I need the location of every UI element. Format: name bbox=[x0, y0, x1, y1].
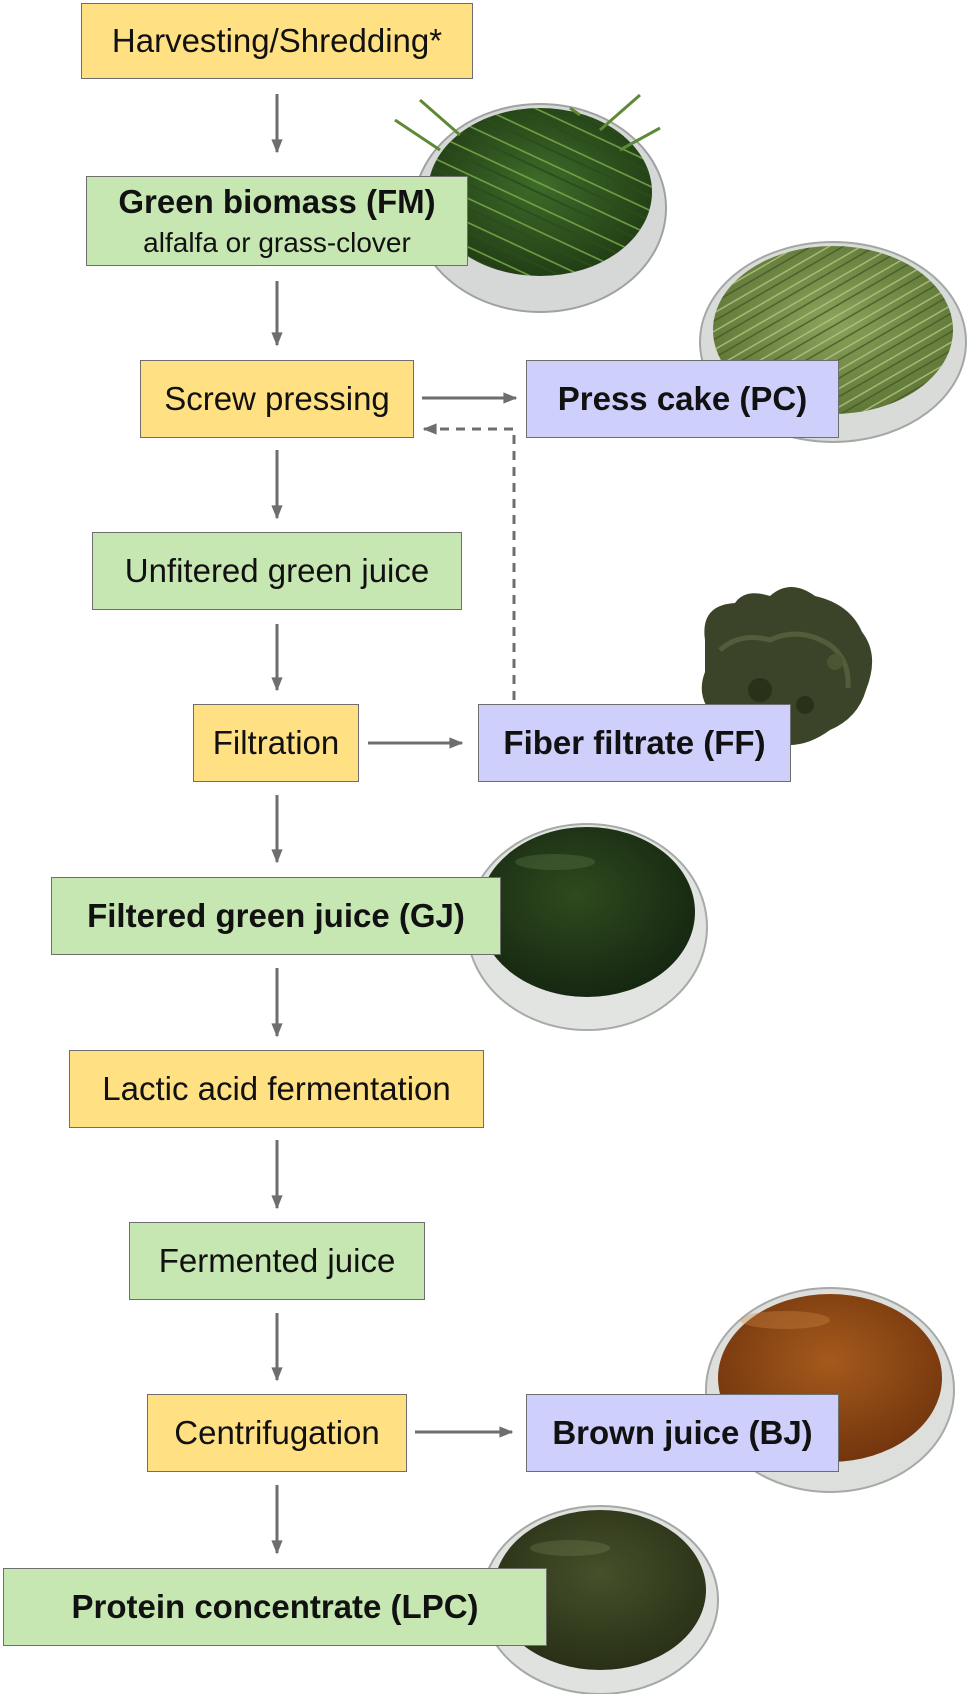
node-fermented-juice-label: Fermented juice bbox=[158, 1242, 396, 1280]
node-green-biomass: Green biomass (FM) alfalfa or grass-clov… bbox=[86, 176, 468, 266]
step-centrifugation-label: Centrifugation bbox=[174, 1414, 380, 1452]
node-green-biomass-sublabel: alfalfa or grass-clover bbox=[143, 227, 411, 258]
product-brown-juice-label: Brown juice (BJ) bbox=[552, 1414, 813, 1452]
node-fermented-juice: Fermented juice bbox=[129, 1222, 425, 1300]
step-screw-pressing: Screw pressing bbox=[140, 360, 414, 438]
node-unfiltered-juice: Unfitered green juice bbox=[92, 532, 462, 610]
step-fermentation-label: Lactic acid fermentation bbox=[102, 1070, 451, 1108]
step-screw-pressing-label: Screw pressing bbox=[164, 380, 390, 418]
green-juice-bowl-photo bbox=[466, 823, 708, 1031]
step-fermentation: Lactic acid fermentation bbox=[69, 1050, 484, 1128]
protein-bowl-photo bbox=[481, 1505, 719, 1694]
product-fiber-filtrate-label: Fiber filtrate (FF) bbox=[503, 724, 766, 762]
step-filtration-label: Filtration bbox=[212, 724, 340, 762]
step-centrifugation: Centrifugation bbox=[147, 1394, 407, 1472]
product-fiber-filtrate: Fiber filtrate (FF) bbox=[478, 704, 791, 782]
node-protein-concentrate: Protein concentrate (LPC) bbox=[3, 1568, 547, 1646]
product-brown-juice: Brown juice (BJ) bbox=[526, 1394, 839, 1472]
node-filtered-juice: Filtered green juice (GJ) bbox=[51, 877, 501, 955]
step-filtration: Filtration bbox=[193, 704, 359, 782]
step-harvesting: Harvesting/Shredding* bbox=[81, 3, 473, 79]
product-press-cake: Press cake (PC) bbox=[526, 360, 839, 438]
node-protein-concentrate-label: Protein concentrate (LPC) bbox=[71, 1588, 479, 1626]
node-filtered-juice-label: Filtered green juice (GJ) bbox=[87, 897, 465, 935]
grass-bowl-photo bbox=[394, 93, 667, 313]
node-unfiltered-juice-label: Unfitered green juice bbox=[124, 552, 430, 590]
step-harvesting-label: Harvesting/Shredding* bbox=[111, 22, 443, 60]
node-green-biomass-label: Green biomass (FM) bbox=[118, 183, 436, 221]
product-press-cake-label: Press cake (PC) bbox=[557, 380, 808, 418]
